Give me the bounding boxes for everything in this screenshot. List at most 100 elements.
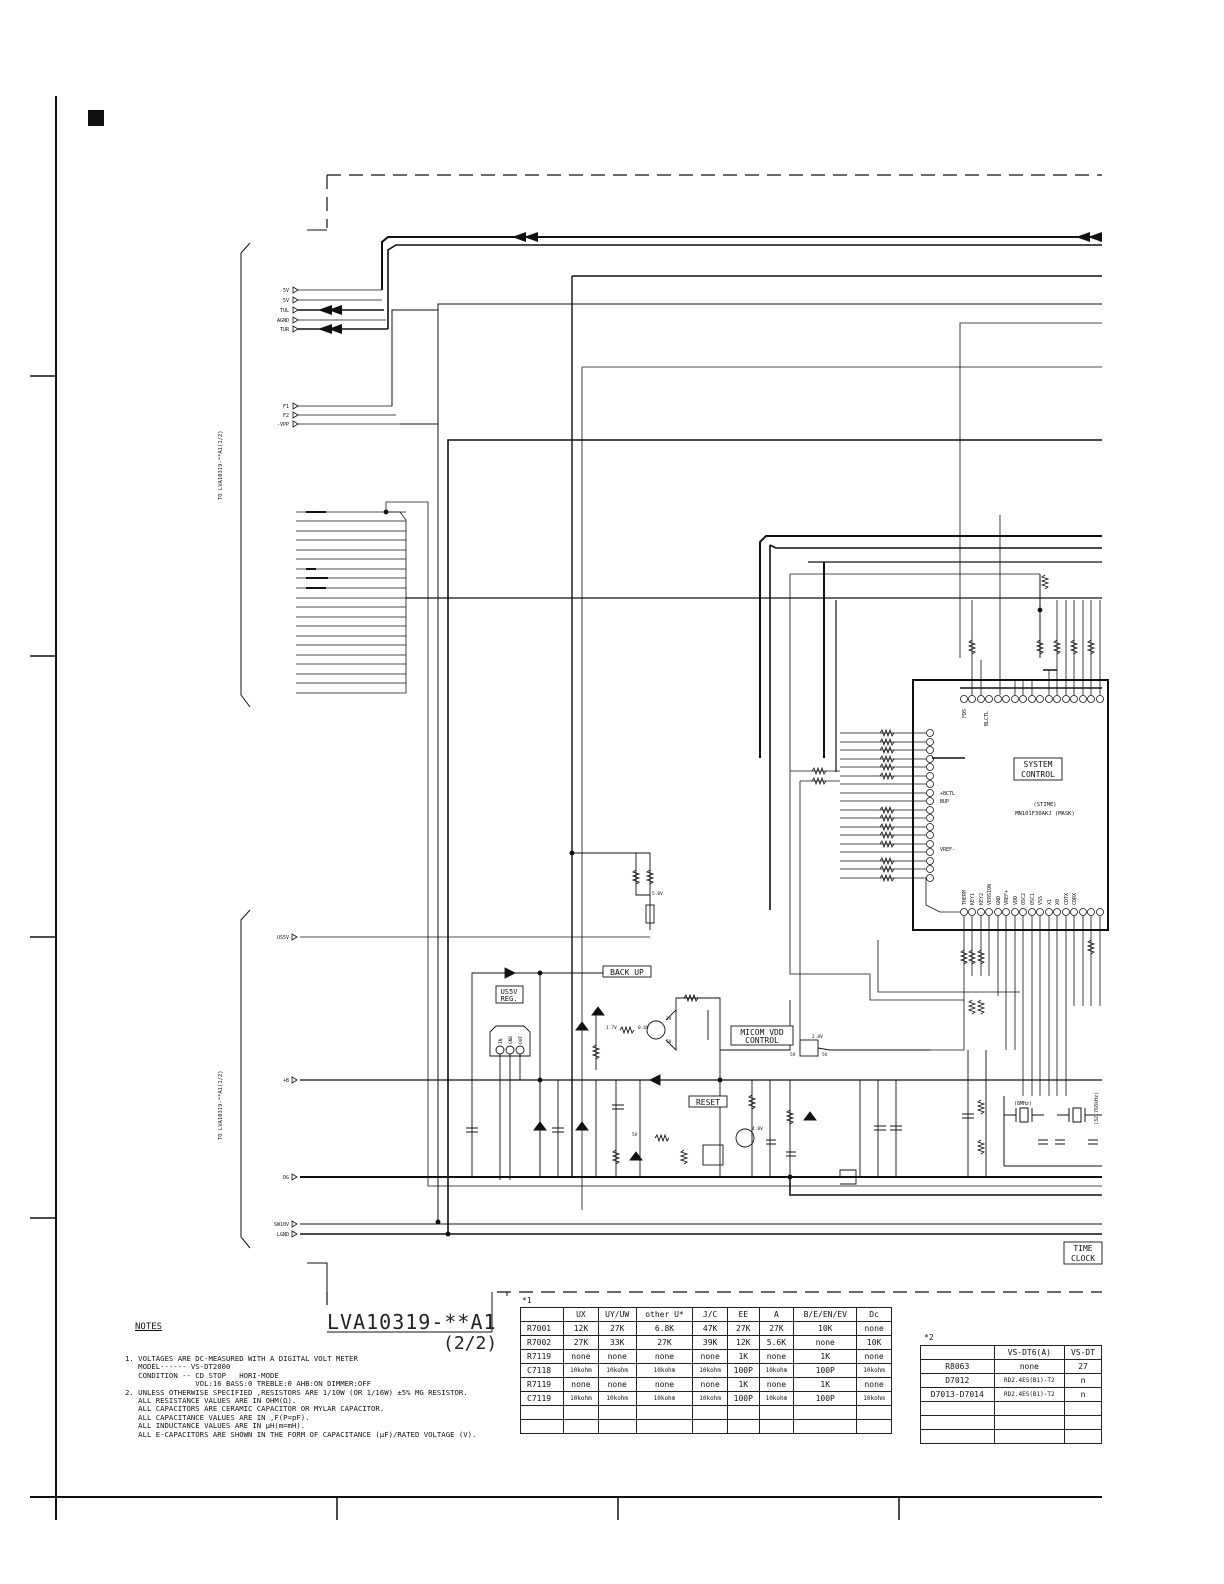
table-header-cell: J/C <box>692 1307 728 1322</box>
table-cell: 1K <box>793 1377 858 1392</box>
ic-bottom-pins <box>869 908 1104 1155</box>
data-bus-pins <box>296 501 1102 1187</box>
table-cell: 100P <box>727 1363 760 1378</box>
table-cell: 27K <box>758 1321 795 1336</box>
table-cell <box>920 1415 995 1430</box>
table-cell: 47K <box>692 1321 728 1336</box>
table-cell: R7001 <box>519 1321 565 1336</box>
upper-connector-pins <box>292 286 400 428</box>
time-clock-label-2: CLOCK <box>1071 1254 1095 1263</box>
svg-text:0.6V: 0.6V <box>638 1025 649 1031</box>
note-line: ALL CAPACITANCE VALUES ARE IN ,F(P=pF). <box>125 1412 310 1422</box>
svg-text:5.8V: 5.8V <box>652 891 663 897</box>
table-cell: 33K <box>597 1335 637 1350</box>
table-cell <box>563 1405 599 1420</box>
svg-text:AGND: AGND <box>277 318 289 324</box>
crystal-32k-label: (32.768kHz) <box>1094 1092 1100 1125</box>
table-cell: none <box>597 1349 637 1364</box>
upper-pin-labels: 5V 5V TUL AGND TUR F1 F2 -VPP <box>277 288 290 428</box>
table-cell <box>758 1405 795 1420</box>
note-line: ALL RESISTANCE VALUES ARE IN OHM(Ω). <box>125 1396 297 1406</box>
svg-text:OUT: OUT <box>518 1036 524 1044</box>
table-cell: 100P <box>793 1363 858 1378</box>
table-cell: R7002 <box>519 1335 565 1350</box>
ic-pin-label: VSS <box>1038 896 1044 905</box>
table-cell: 10kohm <box>692 1391 728 1406</box>
system-control-ic <box>912 679 1109 931</box>
table-cell: 27K <box>635 1335 694 1350</box>
table-cell: D7013-D7014 <box>920 1387 995 1402</box>
table-row <box>920 1415 1102 1430</box>
table-cell <box>635 1405 694 1420</box>
box-labels: SYSTEM CONTROL (STIME) MN101F30AKJ (MASK… <box>501 760 1096 1263</box>
table-cell: none <box>793 1335 858 1350</box>
table-cell: 10kohm <box>758 1391 795 1406</box>
table-cell <box>758 1419 795 1434</box>
table-header-cell: VS-DT6(A) <box>993 1345 1066 1360</box>
page-frame <box>30 96 1102 1520</box>
svg-text:3V: 3V <box>666 1016 672 1022</box>
svg-text:5V: 5V <box>666 1039 672 1045</box>
board-code-underline <box>327 1292 493 1333</box>
svg-text:SW10V: SW10V <box>274 1222 289 1228</box>
table-cell: n <box>1064 1387 1102 1402</box>
note-line: MODEL------ VS-DT2000 <box>125 1362 231 1372</box>
ic-left-pins <box>790 728 960 1050</box>
micom-vdd-label-1: MICOM VDD <box>740 1028 784 1037</box>
table-cell: C7119 <box>519 1391 565 1406</box>
ic-pin-label: X0 <box>1055 899 1061 905</box>
svg-text:TUR: TUR <box>280 327 290 333</box>
table-header-cell: A <box>758 1307 795 1322</box>
table-cell: RD2.4ES(B1)-T2 <box>993 1387 1066 1402</box>
ic-pin-label: KEY2 <box>979 893 985 905</box>
svg-text:1.7V: 1.7V <box>606 1025 617 1031</box>
time-clock-label-1: TIME <box>1073 1244 1092 1253</box>
table-cell <box>856 1405 892 1420</box>
table-cell <box>993 1401 1066 1416</box>
table-header-cell <box>519 1307 565 1322</box>
table-cell: 10kohm <box>856 1363 892 1378</box>
table-header-cell: VS-DT <box>1064 1345 1102 1360</box>
table-cell: 10K <box>856 1335 892 1350</box>
table-cell: 10kohm <box>692 1363 728 1378</box>
table-cell: 10kohm <box>856 1391 892 1406</box>
connector-braces <box>240 242 251 1249</box>
table-cell <box>856 1419 892 1434</box>
board-outline-corner <box>307 1262 328 1300</box>
upper-connector-destination: TO LVA10319-**A1(1/2) <box>218 430 224 500</box>
table-cell: n <box>1064 1373 1102 1388</box>
board-code: LVA10319-**A1 <box>327 1310 497 1334</box>
board-sheet: (2/2) <box>443 1333 498 1354</box>
lower-pin-text: US5V +B DG SW10V LGND <box>274 935 289 1238</box>
table-cell <box>727 1419 760 1434</box>
table-cell: 10kohm <box>635 1363 694 1378</box>
lower-connector-destination: TO LVA10319-**A1(1/2) <box>218 1070 224 1140</box>
svg-text:FDS: FDS <box>962 709 968 718</box>
note-line: 1. VOLTAGES ARE DC-MEASURED WITH A DIGIT… <box>125 1354 358 1363</box>
svg-text:5V: 5V <box>283 288 289 294</box>
table-cell: R8063 <box>920 1359 995 1374</box>
table-cell <box>793 1405 858 1420</box>
table-cell: none <box>563 1377 599 1392</box>
ic-pin-label: X1 <box>1047 899 1053 905</box>
table-cell: none <box>635 1349 694 1364</box>
ic-pin-label: VERSION <box>987 884 993 905</box>
table-header-cell: UX <box>563 1307 599 1322</box>
table-cell <box>793 1419 858 1434</box>
table-row <box>920 1401 1102 1416</box>
ic-tag: (STIME) <box>1033 802 1056 808</box>
table-header-cell <box>920 1345 995 1360</box>
table-cell: 39K <box>692 1335 728 1350</box>
svg-text:5V: 5V <box>790 1052 796 1058</box>
table-cell <box>692 1405 728 1420</box>
svg-text:VREF-: VREF- <box>940 847 955 853</box>
svg-text:+BCTL: +BCTL <box>940 791 955 797</box>
lower-pin-labels <box>291 933 298 1238</box>
